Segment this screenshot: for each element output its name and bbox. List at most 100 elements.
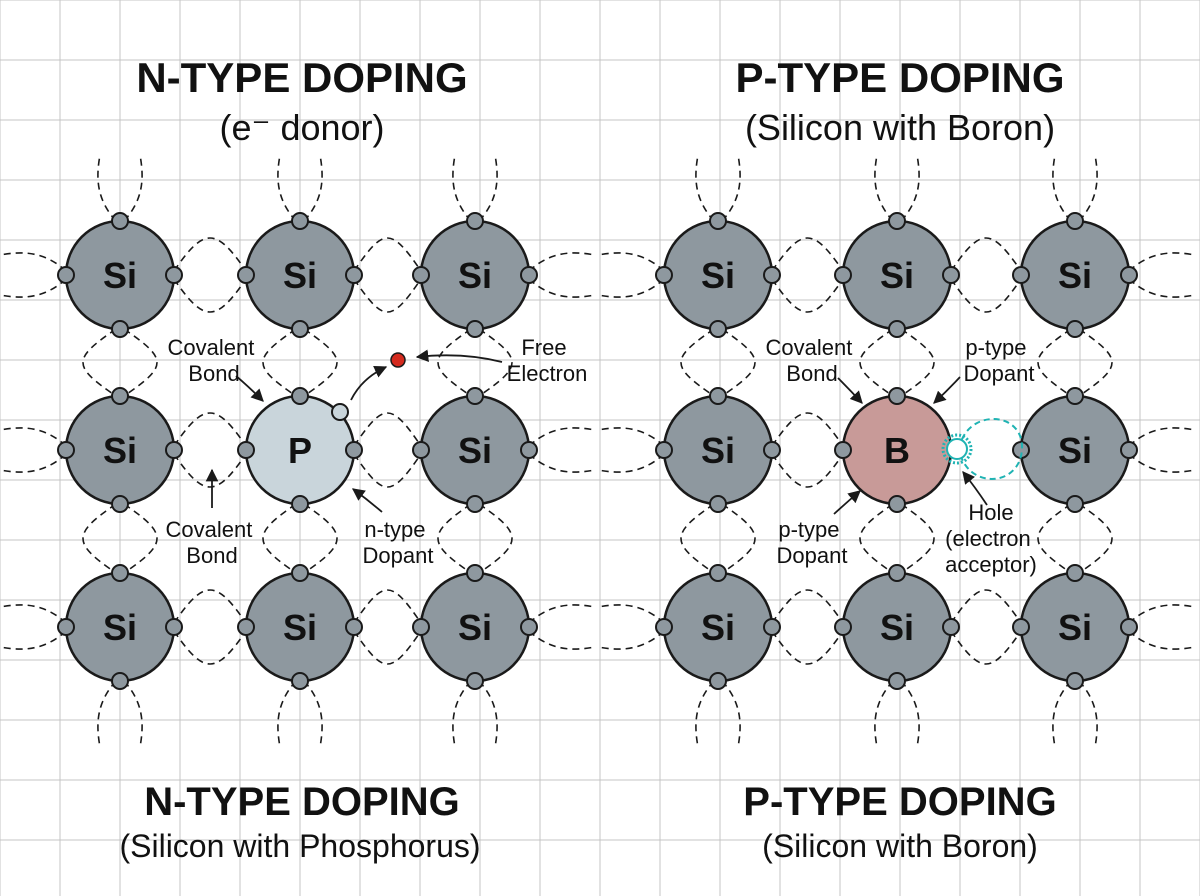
right-subtitle: (Silicon with Boron) bbox=[745, 107, 1055, 148]
covalent-bond-line bbox=[173, 237, 247, 272]
covalent-bond-line bbox=[721, 328, 756, 397]
hole-description-line1: (electron bbox=[945, 526, 1031, 551]
covalent-bond-top-label-line1: Covalent bbox=[168, 335, 255, 360]
bonding-electron bbox=[1066, 387, 1084, 405]
bonding-electron bbox=[888, 672, 906, 690]
left-bottom-subtitle: (Silicon with Phosphorus) bbox=[119, 828, 480, 864]
covalent-bond-line bbox=[437, 328, 472, 397]
covalent-bond-line bbox=[528, 453, 596, 473]
covalent-bonds bbox=[0, 154, 596, 748]
covalent-bond-line bbox=[900, 328, 935, 397]
covalent-bond-line bbox=[950, 278, 1022, 313]
bonding-electron bbox=[165, 266, 183, 284]
left-title: N-TYPE DOPING bbox=[136, 54, 467, 101]
bonding-electron bbox=[412, 266, 430, 284]
bonding-electron bbox=[237, 618, 255, 636]
bonding-electron bbox=[466, 672, 484, 690]
covalent-bond-line bbox=[1078, 154, 1098, 222]
bonding-electron bbox=[466, 320, 484, 338]
bonding-electron bbox=[412, 441, 430, 459]
extra-valence-electron bbox=[331, 403, 349, 421]
free-electron-label-arrow bbox=[415, 349, 503, 363]
covalent-bond-line bbox=[1037, 503, 1072, 574]
covalent-bond-line bbox=[0, 630, 67, 650]
bonding-electron bbox=[655, 266, 673, 284]
covalent-bond-line bbox=[597, 427, 665, 447]
hole-description-line2: acceptor) bbox=[945, 552, 1037, 577]
covalent-bond-line bbox=[353, 589, 422, 624]
covalent-bond-line bbox=[680, 328, 715, 397]
covalent-bond-label-line1: Covalent bbox=[766, 335, 853, 360]
bonding-electron bbox=[888, 387, 906, 405]
silicon-atom: Si bbox=[655, 564, 781, 690]
covalent-bond-line bbox=[771, 630, 844, 665]
covalent-bond-line bbox=[1128, 427, 1196, 447]
covalent-bond-line bbox=[528, 604, 596, 624]
bonding-electron bbox=[709, 672, 727, 690]
bonding-electron bbox=[709, 564, 727, 582]
bonding-electron bbox=[466, 495, 484, 513]
free-electron-dot bbox=[390, 352, 406, 368]
covalent-bond-line bbox=[97, 154, 117, 222]
atom-symbol: Si bbox=[1058, 607, 1092, 648]
covalent-bond-line bbox=[452, 680, 472, 748]
bonding-electron bbox=[291, 212, 309, 230]
covalent-bond-line bbox=[0, 604, 67, 624]
covalent-bond-line bbox=[123, 154, 143, 222]
covalent-bond-line bbox=[950, 630, 1022, 665]
atom-symbol: Si bbox=[880, 607, 914, 648]
bonding-electron bbox=[655, 441, 673, 459]
covalent-bond-line bbox=[900, 154, 920, 222]
bonding-electron bbox=[942, 618, 960, 636]
left-subtitle: (e⁻ donor) bbox=[219, 107, 384, 148]
bonding-electron bbox=[709, 495, 727, 513]
atom-symbol: Si bbox=[701, 430, 735, 471]
bonding-electron bbox=[237, 441, 255, 459]
bonding-electron bbox=[1120, 266, 1138, 284]
covalent-bond-line bbox=[173, 589, 247, 624]
bonding-electron bbox=[888, 212, 906, 230]
p-type-dopant-bottom-arrow bbox=[833, 490, 861, 515]
silicon-atom: Si bbox=[57, 564, 183, 690]
bonding-electron bbox=[520, 266, 538, 284]
covalent-bond-line bbox=[353, 278, 422, 313]
covalent-bond-line bbox=[303, 154, 323, 222]
covalent-bond-line bbox=[721, 154, 741, 222]
covalent-bond-line bbox=[303, 503, 338, 574]
covalent-bond-line bbox=[173, 630, 247, 665]
covalent-bond-bottom-label: Covalent Bond bbox=[166, 517, 259, 568]
covalent-bond-line bbox=[1078, 503, 1113, 574]
covalent-bond-line bbox=[353, 453, 422, 488]
bonding-electron bbox=[834, 441, 852, 459]
covalent-bond-line bbox=[262, 328, 297, 397]
bonding-electron bbox=[709, 320, 727, 338]
covalent-bond-line bbox=[900, 503, 935, 574]
covalent-bond-line bbox=[597, 252, 665, 272]
p-type-dopant-bottom-label-line1: p-type bbox=[778, 517, 839, 542]
covalent-bond-line bbox=[1128, 604, 1196, 624]
covalent-bond-line bbox=[353, 237, 422, 272]
atom-symbol: Si bbox=[458, 430, 492, 471]
covalent-bond-line bbox=[680, 503, 715, 574]
bonding-electron bbox=[111, 495, 129, 513]
covalent-bond-line bbox=[950, 589, 1022, 624]
covalent-bond-line bbox=[173, 453, 247, 488]
bonding-electron bbox=[345, 266, 363, 284]
bonding-electron bbox=[291, 320, 309, 338]
dopant-atom: B bbox=[834, 387, 953, 513]
bonding-electron bbox=[111, 672, 129, 690]
atom-symbol: Si bbox=[103, 607, 137, 648]
bonding-electron bbox=[165, 618, 183, 636]
covalent-bond-bottom-label-line2: Bond bbox=[186, 543, 237, 568]
n-type-dopant-arrow bbox=[351, 488, 383, 513]
covalent-bonds bbox=[597, 154, 1196, 748]
bonding-electron bbox=[1012, 266, 1030, 284]
covalent-bond-line bbox=[478, 503, 513, 574]
bonding-electron bbox=[655, 618, 673, 636]
atom-symbol: Si bbox=[458, 255, 492, 296]
bonding-electron bbox=[111, 212, 129, 230]
covalent-bond-line bbox=[1037, 328, 1072, 397]
covalent-bond-line bbox=[771, 412, 844, 447]
